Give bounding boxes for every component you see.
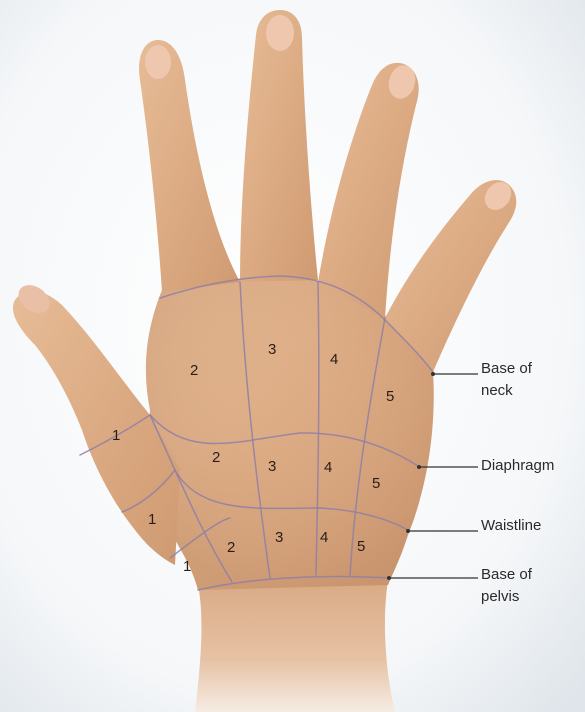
middle-nail bbox=[266, 15, 294, 51]
zone-number: 5 bbox=[386, 388, 394, 405]
zone-number: 3 bbox=[268, 341, 276, 358]
zone-number: 1 bbox=[112, 427, 120, 444]
wrist bbox=[195, 580, 395, 712]
callout-label-base-of-neck-2: neck bbox=[481, 382, 513, 399]
zone-number: 1 bbox=[148, 511, 156, 528]
zone-number: 2 bbox=[212, 449, 220, 466]
zone-number: 4 bbox=[324, 459, 332, 476]
zone-number: 4 bbox=[330, 351, 338, 368]
index-nail bbox=[145, 45, 171, 79]
zone-number: 2 bbox=[227, 539, 235, 556]
callout-label-base-of-pelvis-1: Base of bbox=[481, 566, 533, 583]
callout-label-base-of-neck-1: Base of bbox=[481, 360, 533, 377]
zone-number: 3 bbox=[275, 529, 283, 546]
zone-number: 1 bbox=[183, 558, 191, 575]
zone-number: 5 bbox=[357, 538, 365, 555]
zone-number: 3 bbox=[268, 458, 276, 475]
zone-number: 2 bbox=[190, 362, 198, 379]
zone-number: 5 bbox=[372, 475, 380, 492]
callout-label-base-of-pelvis-2: pelvis bbox=[481, 588, 519, 605]
callout-label-waistline: Waistline bbox=[481, 517, 541, 534]
callout-label-diaphragm: Diaphragm bbox=[481, 457, 554, 474]
zone-number: 4 bbox=[320, 529, 328, 546]
